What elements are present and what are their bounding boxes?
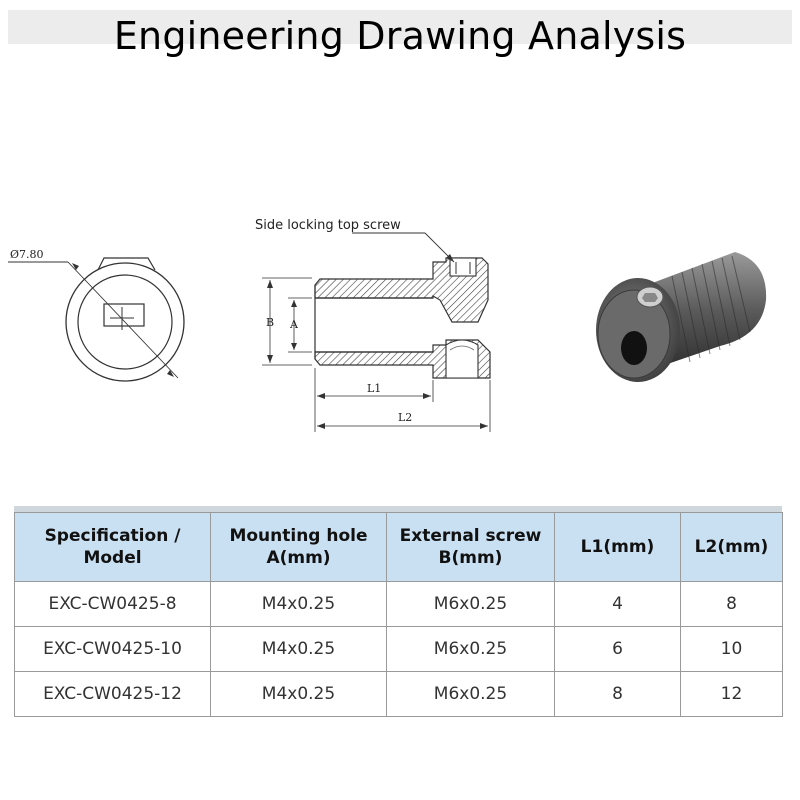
dim-a-label: A — [289, 318, 299, 331]
end-view-outer-circle — [65, 262, 185, 382]
screw-callout-label: Side locking top screw — [255, 218, 401, 233]
header-l1: L1(mm) — [554, 512, 681, 582]
render-screw-socket — [642, 293, 658, 302]
dim-b-arrow-bottom — [267, 355, 273, 363]
diameter-arrow-1 — [72, 263, 79, 270]
table-row: EXC-CW0425-8 M4x0.25 M6x0.25 4 8 — [14, 581, 783, 627]
section-upper-wall — [314, 257, 489, 323]
cell-l1: 4 — [554, 581, 681, 627]
diameter-arrow-2 — [167, 370, 174, 377]
cell-mounting-hole: M4x0.25 — [210, 671, 387, 717]
table-row: EXC-CW0425-10 M4x0.25 M6x0.25 6 10 — [14, 626, 783, 672]
title-bar — [8, 10, 792, 44]
dim-a-arrow-top — [291, 300, 297, 307]
section-view: B A L1 L2 Side locking top screw — [255, 218, 491, 432]
cell-l2: 12 — [680, 671, 783, 717]
dim-l2-arrow-right — [480, 423, 488, 429]
dim-b-arrow-top — [267, 280, 273, 288]
render-bore-hole — [621, 331, 647, 365]
cell-model: EXC-CW0425-10 — [14, 626, 211, 672]
header-mounting-hole: Mounting hole A(mm) — [210, 512, 387, 582]
screw-head-cavity — [449, 257, 477, 277]
dim-l2-arrow-left — [317, 423, 325, 429]
dim-l2-label: L2 — [398, 411, 412, 424]
end-view-square-hole — [103, 303, 145, 327]
diameter-leader-diag — [67, 261, 179, 379]
product-3d-render — [596, 252, 767, 382]
section-relief-shade — [449, 345, 475, 351]
dim-l1-arrow-right — [423, 393, 431, 399]
header-external-screw: External screw B(mm) — [386, 512, 555, 582]
header-specification-model: Specification / Model — [14, 512, 211, 582]
table-row: EXC-CW0425-12 M4x0.25 M6x0.25 8 12 — [14, 671, 783, 717]
section-lower-relief — [445, 339, 479, 379]
cell-l1: 8 — [554, 671, 681, 717]
dim-b-label: B — [266, 316, 274, 329]
cell-external-screw: M6x0.25 — [386, 581, 555, 627]
cell-l2: 8 — [680, 581, 783, 627]
spec-table: Specification / Model Mounting hole A(mm… — [14, 512, 783, 717]
end-view-inner-circle — [77, 274, 173, 370]
render-knurl-pattern — [671, 255, 751, 363]
end-view: Ø7.80 — [8, 248, 185, 382]
engineering-drawing: Ø7.80 B A — [8, 218, 767, 432]
cell-mounting-hole: M4x0.25 — [210, 626, 387, 672]
cell-mounting-hole: M4x0.25 — [210, 581, 387, 627]
cell-l2: 10 — [680, 626, 783, 672]
diameter-label: Ø7.80 — [10, 248, 44, 261]
dim-l1-arrow-left — [317, 393, 325, 399]
dim-l1-label: L1 — [367, 382, 381, 395]
header-l2: L2(mm) — [680, 512, 783, 582]
table-top-strip — [14, 506, 782, 512]
cell-external-screw: M6x0.25 — [386, 671, 555, 717]
end-view-screw-boss — [97, 257, 156, 271]
dim-a-arrow-bottom — [291, 343, 297, 350]
cell-external-screw: M6x0.25 — [386, 626, 555, 672]
cell-l1: 6 — [554, 626, 681, 672]
spec-table-header-row: Specification / Model Mounting hole A(mm… — [14, 512, 783, 582]
cell-model: EXC-CW0425-8 — [14, 581, 211, 627]
page-title: Engineering Drawing Analysis — [113, 14, 687, 58]
cell-model: EXC-CW0425-12 — [14, 671, 211, 717]
callout-arrow — [446, 254, 454, 262]
